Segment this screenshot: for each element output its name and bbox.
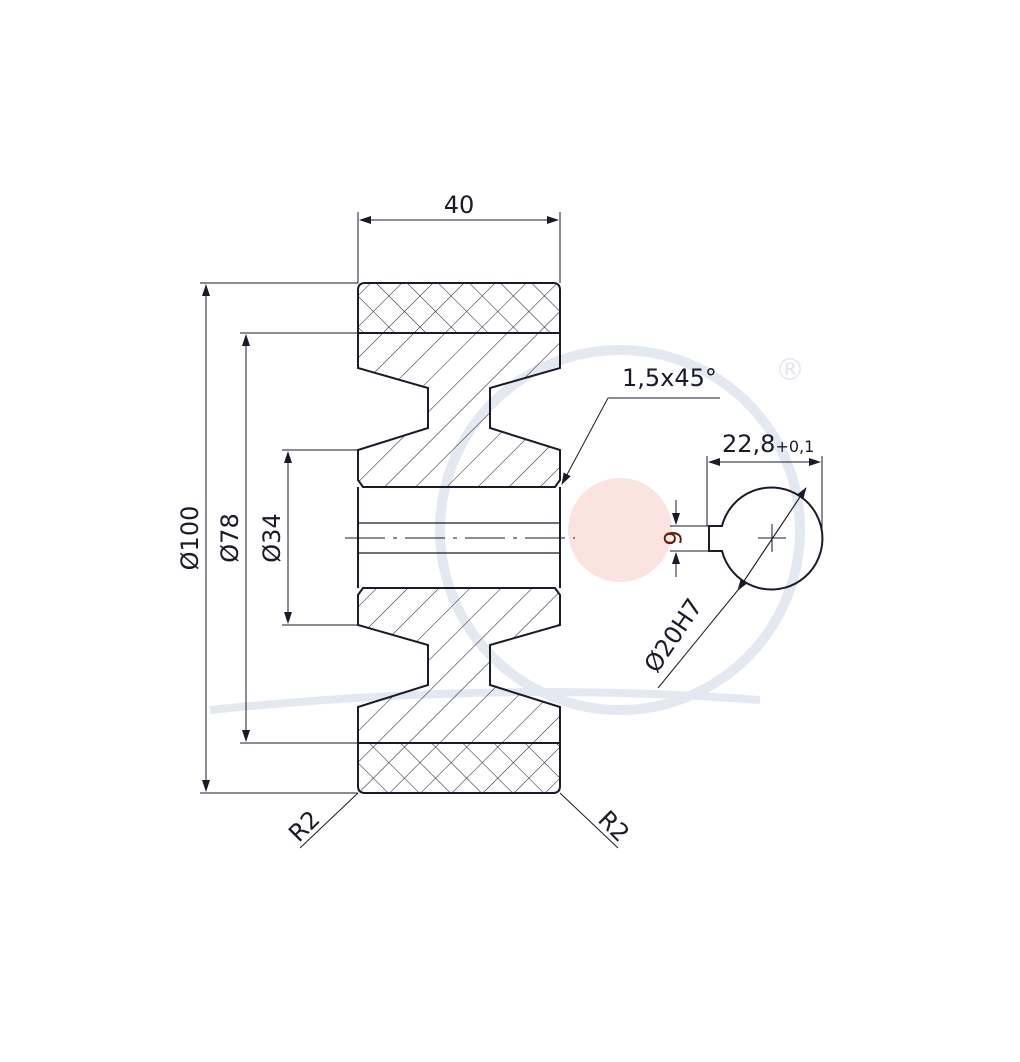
keyway-depth-label: 22,8+0,1 [722,430,814,458]
hub-bottom-section [357,587,561,744]
dimension-d100: Ø100 [176,282,358,794]
radius-right-callout: R2 [559,792,635,849]
chamfer-callout: 1,5x45° [561,364,720,485]
dimension-d34-label: Ø34 [258,513,286,562]
dimension-d100-label: Ø100 [176,506,204,571]
dimension-d34: Ø34 [258,449,358,626]
radius-left-label: R2 [283,805,325,847]
hub-top-section [357,332,561,488]
tread-top-section [357,282,561,334]
key-width-label: 6 [658,530,686,545]
dimension-width: 40 [357,191,561,283]
bore-diameter-label: Ø20H7 [639,593,708,677]
keyway-tolerance: +0,1 [775,437,814,456]
radius-right-label: R2 [592,805,634,847]
watermark: ® [209,345,805,715]
watermark-registered-mark: ® [775,353,805,388]
chamfer-label: 1,5x45° [622,364,717,392]
bore [345,487,575,588]
watermark-dot [568,478,672,582]
watermark-ring [435,345,805,715]
dimension-width-label: 40 [444,191,475,219]
dimension-d78: Ø78 [216,332,358,744]
radius-left-callout: R2 [283,792,359,849]
keyway-depth-value: 22,8 [722,430,775,458]
tread-bottom-section [357,742,561,794]
dimension-d78-label: Ø78 [216,513,244,562]
